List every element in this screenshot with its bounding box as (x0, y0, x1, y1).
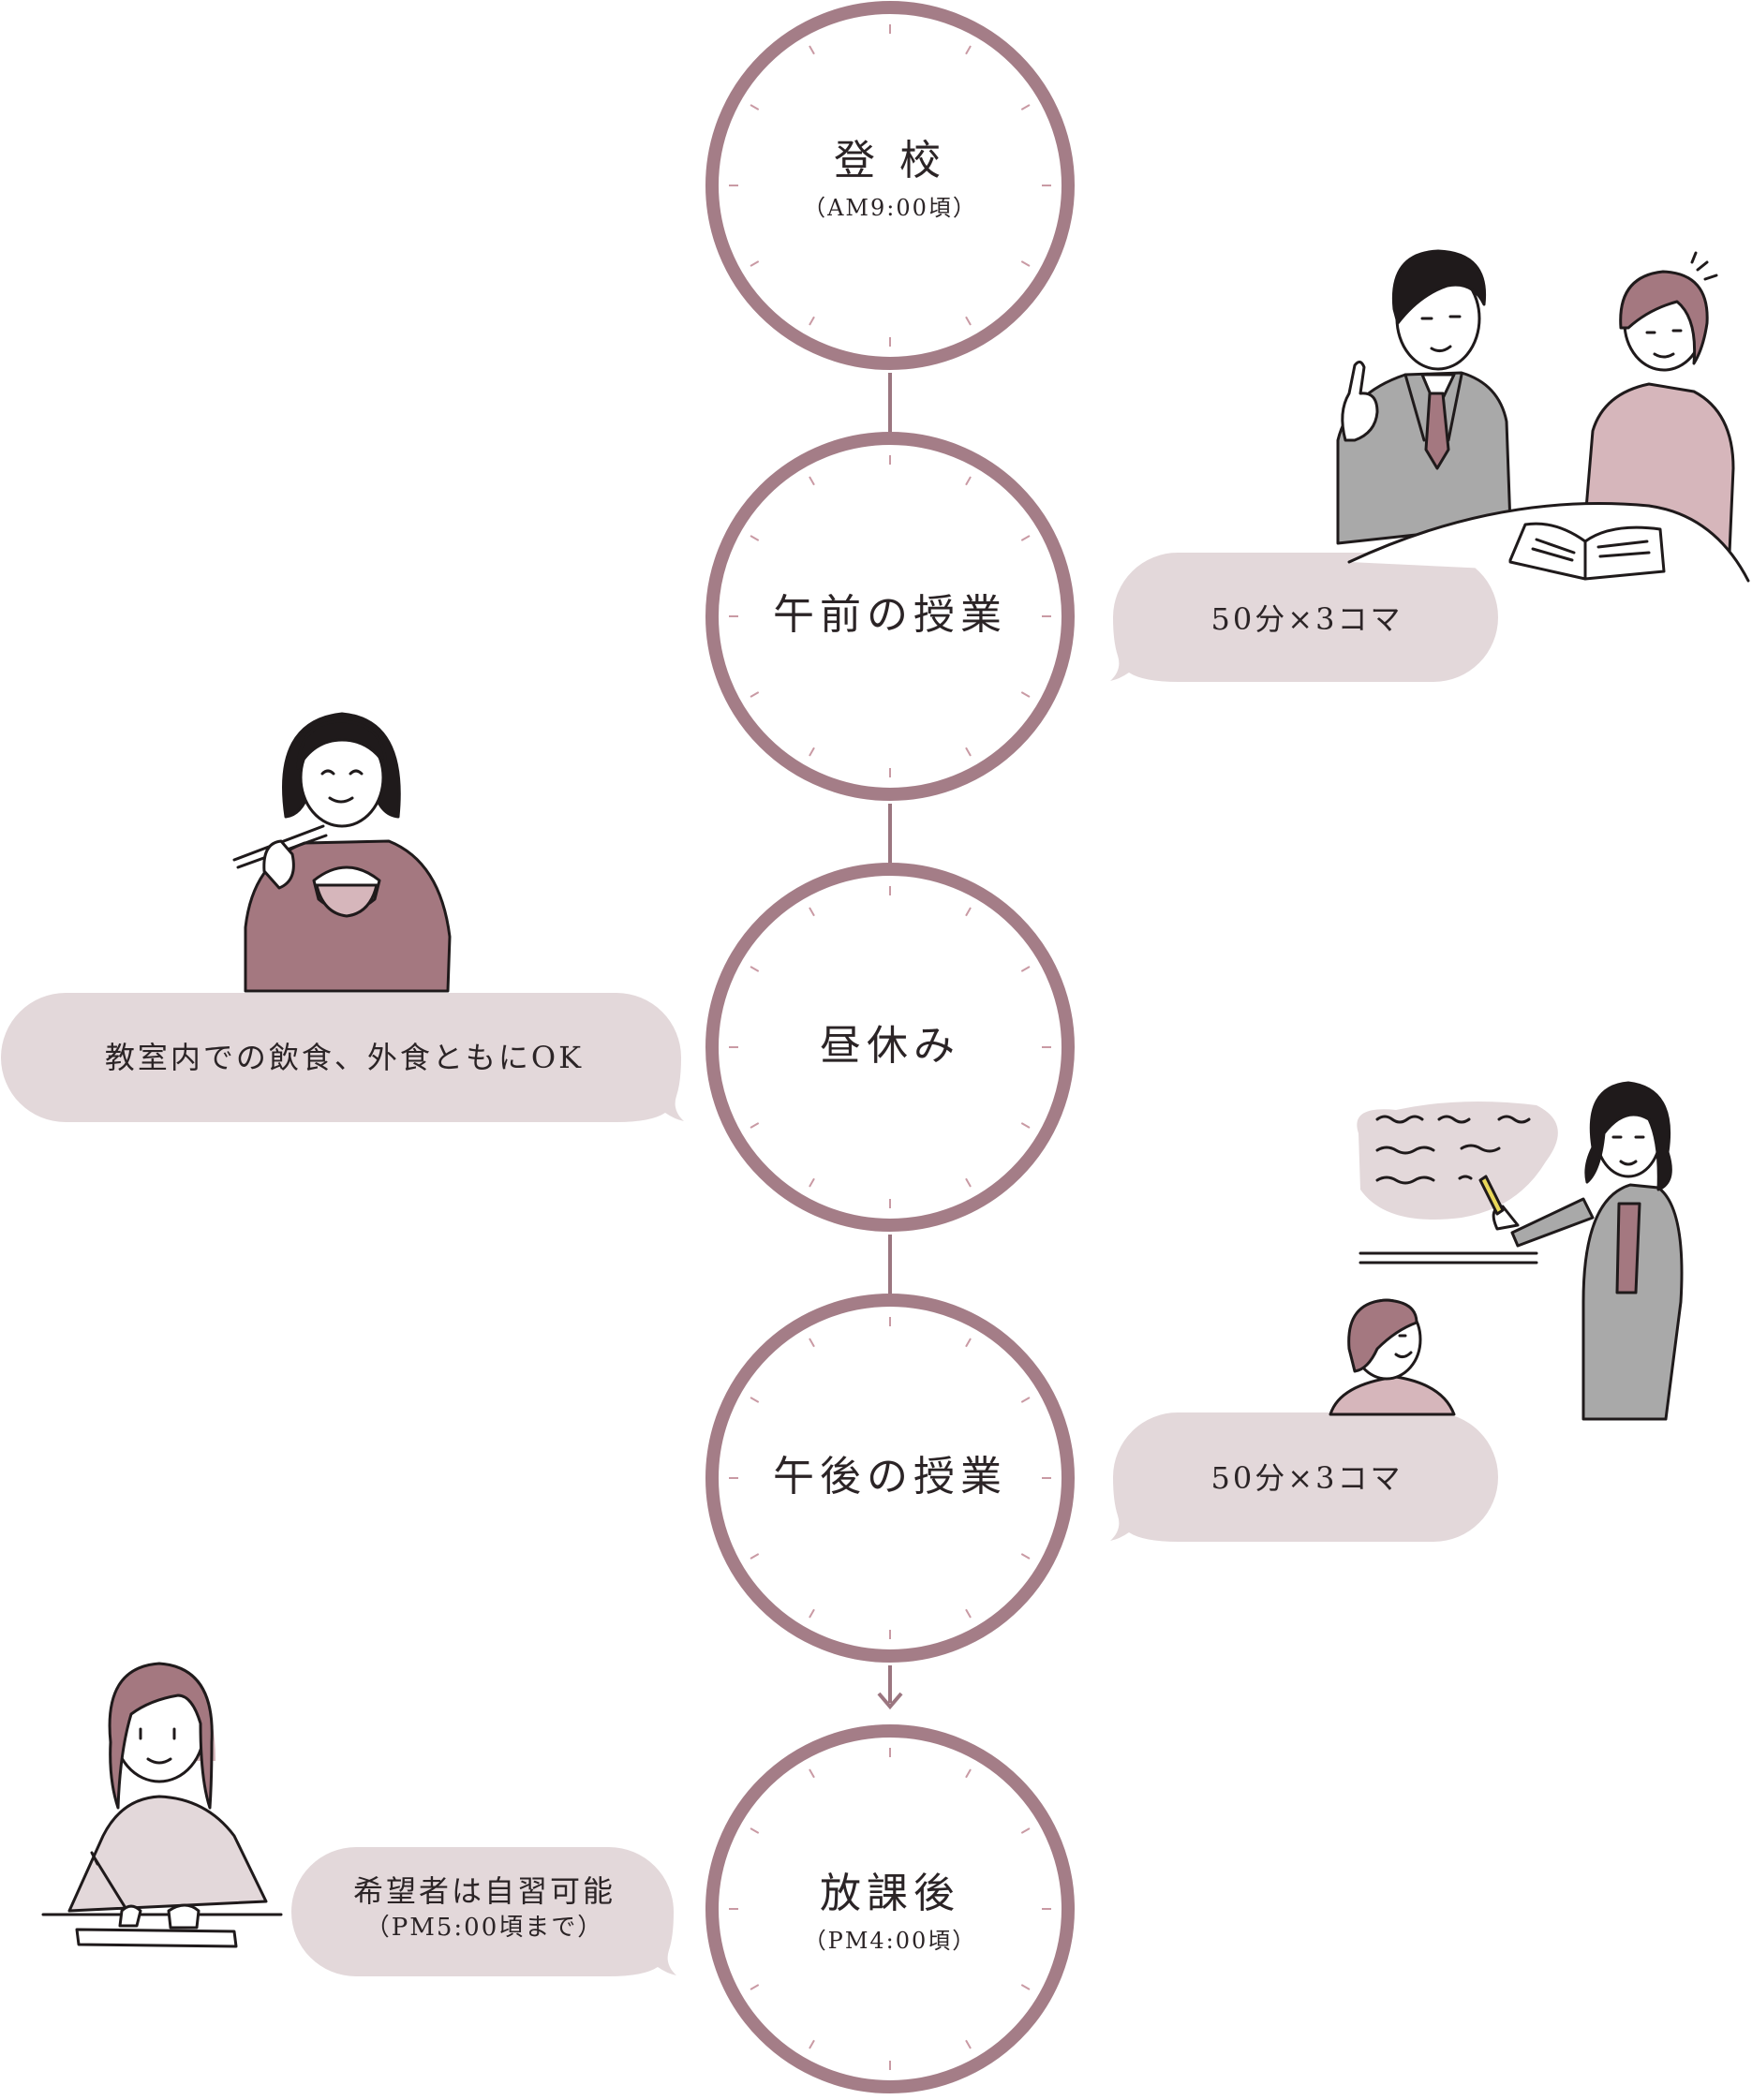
lunch-bubble-label: 教室内での飲食、外食ともにOK (9, 1038, 679, 1078)
afternoon-bubble-label: 50分×3コマ (1115, 1458, 1499, 1499)
timeline-item-arrival: 登 校 （AM9:00頃） (750, 139, 1031, 222)
arrival-title: 登 校 (750, 139, 1031, 184)
after-school-bubble-text: 希望者は自習可能 （PM5:00頃まで） (292, 1871, 676, 1945)
teacher-and-student-at-table-illustration (1338, 251, 1748, 581)
student-writing-illustration (43, 1664, 281, 1946)
teacher-at-whiteboard-illustration (1330, 1083, 1682, 1419)
after-school-bubble-sub: （PM5:00頃まで） (292, 1912, 676, 1945)
timeline-item-afternoon-class: 午後の授業 (750, 1455, 1031, 1500)
timeline-item-after-school: 放課後 （PM4:00頃） (750, 1871, 1031, 1955)
lunch-title: 昼休み (750, 1024, 1031, 1069)
arrival-time: （AM9:00頃） (750, 189, 1031, 222)
woman-eating-rice-illustration (234, 714, 450, 991)
morning-class-title: 午前の授業 (750, 593, 1031, 638)
morning-bubble-label: 50分×3コマ (1115, 599, 1499, 640)
after-school-bubble-label: 希望者は自習可能 (292, 1871, 676, 1912)
afternoon-class-title: 午後の授業 (750, 1455, 1031, 1500)
timeline-item-morning-class: 午前の授業 (750, 593, 1031, 638)
lunch-bubble-text: 教室内での飲食、外食ともにOK (9, 1038, 679, 1078)
morning-bubble-text: 50分×3コマ (1115, 599, 1499, 640)
afternoon-bubble-text: 50分×3コマ (1115, 1458, 1499, 1499)
timeline-item-lunch: 昼休み (750, 1024, 1031, 1069)
after-school-title: 放課後 (750, 1871, 1031, 1916)
after-school-time: （PM4:00頃） (750, 1922, 1031, 1955)
